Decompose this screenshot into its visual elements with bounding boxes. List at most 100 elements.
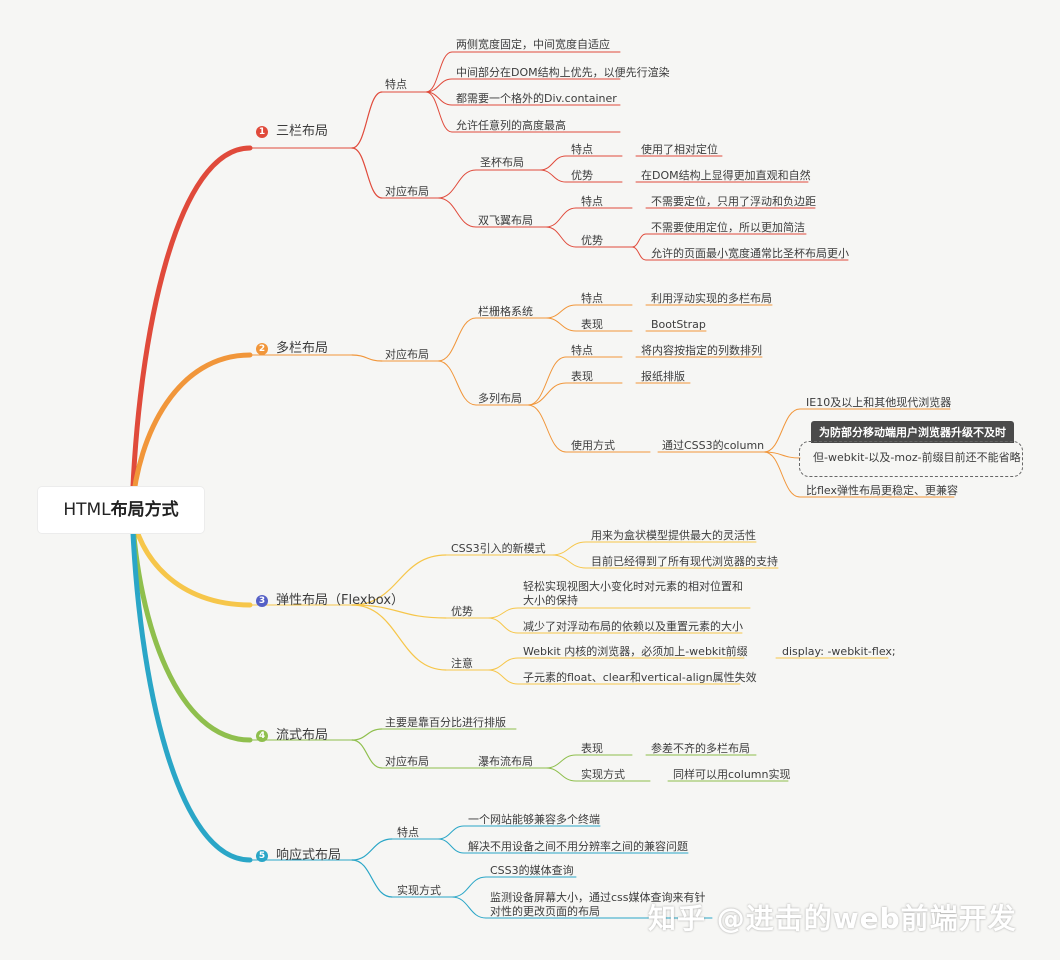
leaf-waterfall-expression[interactable]: 表现 (581, 742, 603, 755)
leaf-holy-grail-feature-value[interactable]: 使用了相对定位 (641, 143, 718, 156)
connector-curve (437, 825, 465, 840)
leaf-flex-notice-1-value[interactable]: display: -webkit-flex; (782, 645, 896, 658)
connector-curve (351, 554, 447, 606)
leaf-double-wing-advantage[interactable]: 优势 (581, 234, 603, 247)
leaf-grid-feature-value[interactable]: 利用浮动实现的多栏布局 (651, 292, 772, 305)
leaf-col-usage-3[interactable]: 比flex弹性布局更稳定、更兼容 (806, 484, 959, 497)
leaf-waterfall-method-value[interactable]: 同样可以用column实现 (673, 768, 791, 781)
connector-curve (551, 541, 587, 556)
node-flex-notice[interactable]: 注意 (451, 657, 473, 670)
root-node[interactable]: HTML布局方式 (38, 487, 204, 533)
connector-curve (763, 451, 801, 459)
leaf-flex-new-mode-1[interactable]: 用来为盒状模型提供最大的灵活性 (591, 529, 756, 542)
connector-curve (539, 155, 567, 171)
leaf-flex-new-mode-2[interactable]: 目前已经得到了所有现代浏览器的支持 (591, 555, 778, 568)
node-s1-layouts[interactable]: 对应布局 (385, 185, 429, 198)
main-branch-4 (129, 507, 253, 743)
connector-curve (487, 657, 519, 671)
leaf-flex-advantage-1[interactable]: 轻松实现视图大小变化时对元素的相对位置和大小的保持 (523, 580, 743, 607)
connector-curve (545, 317, 577, 332)
leaf-double-wing-feature-value[interactable]: 不需要定位，只用了浮动和负边距 (651, 195, 816, 208)
node-grid-system[interactable]: 栏栅格系统 (478, 305, 533, 318)
node-responsive-features[interactable]: 特点 (397, 826, 419, 839)
number-badge-2: 2 (256, 343, 268, 355)
number-badge-5: 5 (256, 850, 268, 862)
connector-curve (351, 147, 383, 199)
leaf-holy-grail-advantage-value[interactable]: 在DOM结构上显得更加直观和自然 (641, 169, 811, 182)
number-badge-1: 1 (256, 126, 268, 138)
connector-curve (763, 451, 801, 498)
connector-curve (487, 669, 519, 685)
connector-curve (763, 408, 801, 453)
leaf-double-wing-advantage-1[interactable]: 不需要使用定位，所以更加简洁 (651, 221, 805, 234)
connector-curve (425, 91, 453, 133)
connector-curve (451, 896, 487, 919)
leaf-fluid-main[interactable]: 主要是靠百分比进行排版 (385, 716, 506, 729)
leaf-flex-advantage-2[interactable]: 减少了对浮动布局的依赖以及重置元素的大小 (523, 620, 743, 633)
leaf-waterfall-expression-value[interactable]: 参差不齐的多栏布局 (651, 742, 750, 755)
leaf-s1-feature-1[interactable]: 两侧宽度固定，中间宽度自适应 (456, 38, 610, 51)
leaf-col-expression[interactable]: 表现 (571, 370, 593, 383)
leaf-responsive-feature-1[interactable]: 一个网站能够兼容多个终端 (468, 813, 600, 826)
connector-curve (545, 767, 577, 782)
connector-curve (351, 354, 383, 362)
connector-curve (437, 317, 477, 362)
connector-curve (351, 728, 383, 741)
leaf-col-usage-2[interactable]: 但-webkit-以及-moz-前缀目前还不能省略 (813, 451, 1021, 464)
node-responsive-methods[interactable]: 实现方式 (397, 884, 441, 897)
leaf-col-usage-1[interactable]: IE10及以上和其他现代浏览器 (806, 396, 952, 409)
number-badge-3: 3 (256, 595, 268, 607)
leaf-grid-expression-value[interactable]: BootStrap (651, 318, 706, 331)
node-col-usage-value[interactable]: 通过CSS3的column (662, 439, 765, 452)
node-s2-layouts[interactable]: 对应布局 (385, 348, 429, 361)
connector-curve (351, 859, 393, 898)
leaf-waterfall-method[interactable]: 实现方式 (581, 768, 625, 781)
connector-curve (351, 604, 447, 671)
connector-curve (437, 838, 465, 854)
node-fluid-layouts[interactable]: 对应布局 (385, 755, 429, 768)
connector-curve (425, 51, 453, 93)
leaf-s1-feature-3[interactable]: 都需要一个格外的Div.container (456, 92, 617, 105)
main-branch-2 (129, 352, 253, 513)
note-title: 为防部分移动端用户浏览器升级不及时 (811, 421, 1014, 443)
node-double-wing[interactable]: 双飞翼布局 (478, 214, 533, 227)
node-flex-new-mode[interactable]: CSS3引入的新模式 (451, 542, 546, 555)
node-s1-features[interactable]: 特点 (385, 78, 407, 91)
leaf-double-wing-advantage-2[interactable]: 允许的页面最小宽度通常比圣杯布局更小 (651, 247, 849, 260)
connector-curve (631, 246, 647, 261)
leaf-responsive-method-1[interactable]: CSS3的媒体查询 (490, 864, 574, 877)
leaf-col-feature[interactable]: 特点 (571, 344, 593, 357)
leaf-s1-feature-2[interactable]: 中间部分在DOM结构上优先，以便先行渲染 (456, 66, 670, 79)
connector-curve (425, 78, 453, 93)
connector-curve (437, 197, 477, 228)
connector-curve (539, 169, 567, 183)
connector-curve (351, 91, 383, 149)
leaf-responsive-method-2[interactable]: 监测设备屏幕大小，通过css媒体查询来有针对性的更改页面的布局 (490, 891, 706, 918)
leaf-holy-grail-advantage[interactable]: 优势 (571, 169, 593, 182)
node-col-usage[interactable]: 使用方式 (571, 439, 615, 452)
leaf-s1-feature-4[interactable]: 允许任意列的高度最高 (456, 119, 566, 132)
leaf-holy-grail-feature[interactable]: 特点 (571, 143, 593, 156)
node-multi-column-layout[interactable]: 多列布局 (478, 392, 522, 405)
leaf-grid-expression[interactable]: 表现 (581, 318, 603, 331)
node-flex-advantage[interactable]: 优势 (451, 605, 473, 618)
leaf-flex-notice-2[interactable]: 子元素的float、clear和vertical-align属性失效 (523, 671, 757, 684)
leaf-col-expression-value[interactable]: 报纸排版 (641, 370, 685, 383)
watermark: 知乎 @进击的web前端开发 (648, 902, 1017, 935)
connector-curve (351, 838, 393, 861)
connector-curve (487, 607, 519, 619)
leaf-flex-notice-1[interactable]: Webkit 内核的浏览器，必须加上-webkit前缀 (523, 645, 748, 658)
leaf-col-feature-value[interactable]: 将内容按指定的列数排列 (641, 344, 762, 357)
leaf-grid-feature[interactable]: 特点 (581, 292, 603, 305)
leaf-double-wing-feature[interactable]: 特点 (581, 195, 603, 208)
node-holy-grail[interactable]: 圣杯布局 (480, 156, 524, 169)
leaf-responsive-feature-2[interactable]: 解决不用设备之间不用分辨率之间的兼容问题 (468, 840, 688, 853)
node-waterfall[interactable]: 瀑布流布局 (478, 755, 533, 768)
connector-curve (451, 876, 487, 898)
